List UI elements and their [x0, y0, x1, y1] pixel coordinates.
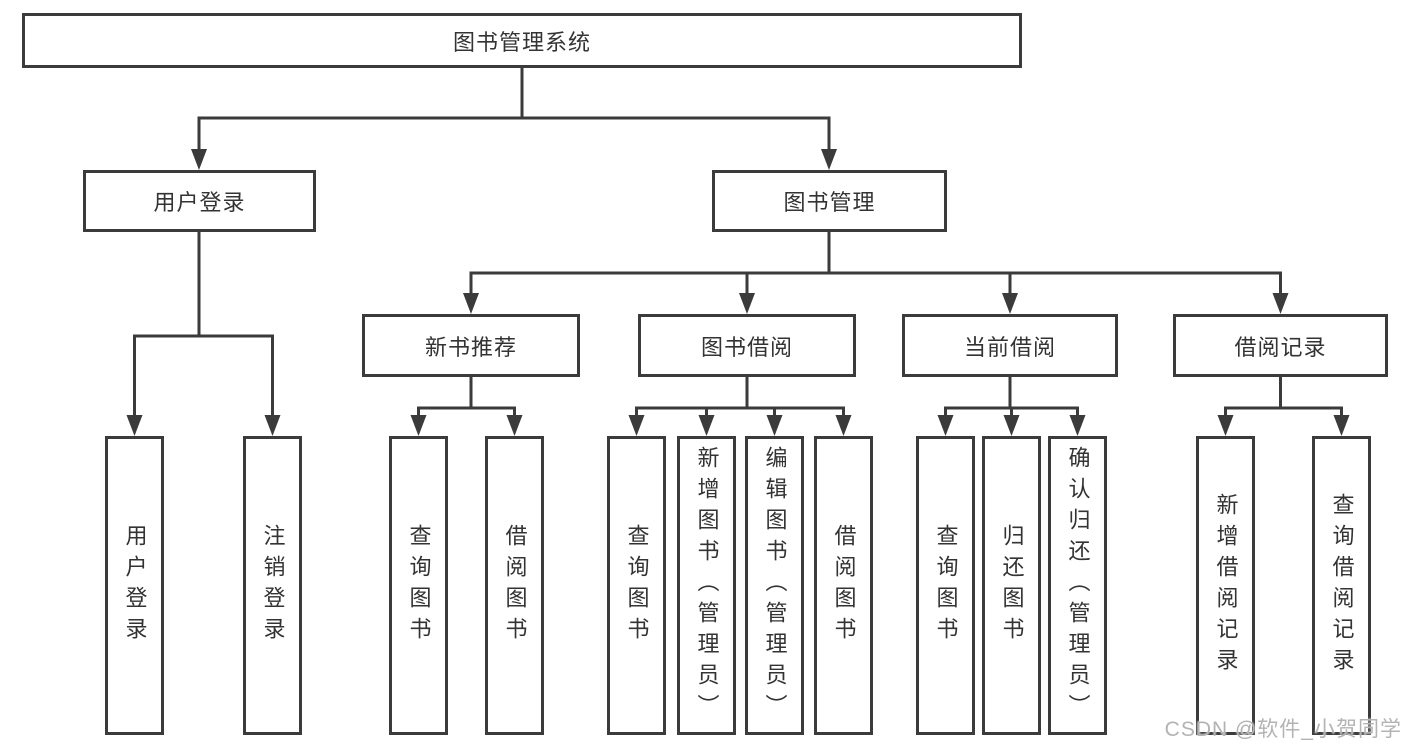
watermark: CSDN @软件_小贺同学: [1164, 718, 1402, 741]
node-current-borrow-label: 当前借阅: [963, 334, 1056, 360]
node-book-management: 图书管理: [712, 170, 947, 232]
node-recommend-query-books: 查询图书: [389, 436, 448, 735]
node-records-query-record-label: 查询借阅记录: [1329, 492, 1355, 679]
node-book-management-label: 图书管理: [783, 190, 876, 215]
node-current-return-books-label: 归还图书: [999, 523, 1025, 648]
node-book-borrow-label: 图书借阅: [700, 334, 793, 360]
node-current-query-books-label: 查询图书: [933, 523, 959, 648]
node-current-return-books: 归还图书: [982, 436, 1041, 735]
node-user-login: 用户登录: [83, 170, 316, 232]
node-root-label: 图书管理系统: [452, 29, 591, 55]
node-borrow-borrow-books: 借阅图书: [814, 436, 873, 735]
node-borrow-add-books-admin: 新增图书（管理员）: [677, 436, 736, 735]
node-new-book-recommend: 新书推荐: [362, 314, 580, 377]
node-borrow-query-books-label: 查询图书: [624, 523, 650, 648]
node-borrow-add-books-admin-label: 新增图书（管理员）: [694, 446, 720, 725]
node-records-query-record: 查询借阅记录: [1312, 436, 1371, 735]
node-current-borrow: 当前借阅: [902, 314, 1118, 377]
node-records-add-record-label: 新增借阅记录: [1213, 492, 1239, 679]
node-current-confirm-return-admin-label: 确认归还（管理员）: [1065, 446, 1091, 725]
node-borrow-edit-books-admin-label: 编辑图书（管理员）: [762, 446, 788, 725]
node-records-add-record: 新增借阅记录: [1196, 436, 1255, 735]
node-borrow-borrow-books-label: 借阅图书: [831, 523, 857, 648]
node-borrow-edit-books-admin: 编辑图书（管理员）: [745, 436, 804, 735]
node-user-login-label: 用户登录: [153, 190, 246, 215]
node-logout-leaf-label: 注销登录: [260, 523, 286, 648]
node-login-leaf-label: 用户登录: [122, 523, 148, 648]
node-current-query-books: 查询图书: [916, 436, 975, 735]
node-borrow-records-label: 借阅记录: [1234, 334, 1327, 360]
node-borrow-query-books: 查询图书: [607, 436, 666, 735]
node-recommend-borrow-books-label: 借阅图书: [502, 523, 528, 648]
node-current-confirm-return-admin: 确认归还（管理员）: [1048, 436, 1107, 735]
node-new-book-recommend-label: 新书推荐: [424, 334, 517, 360]
node-recommend-borrow-books: 借阅图书: [485, 436, 544, 735]
node-recommend-query-books-label: 查询图书: [406, 523, 432, 648]
node-borrow-records: 借阅记录: [1173, 314, 1388, 377]
node-logout-leaf: 注销登录: [243, 436, 302, 735]
node-book-borrow: 图书借阅: [638, 314, 856, 377]
node-root: 图书管理系统: [22, 13, 1022, 68]
arrowhead-icons: [126, 149, 1350, 436]
node-login-leaf: 用户登录: [105, 436, 164, 735]
